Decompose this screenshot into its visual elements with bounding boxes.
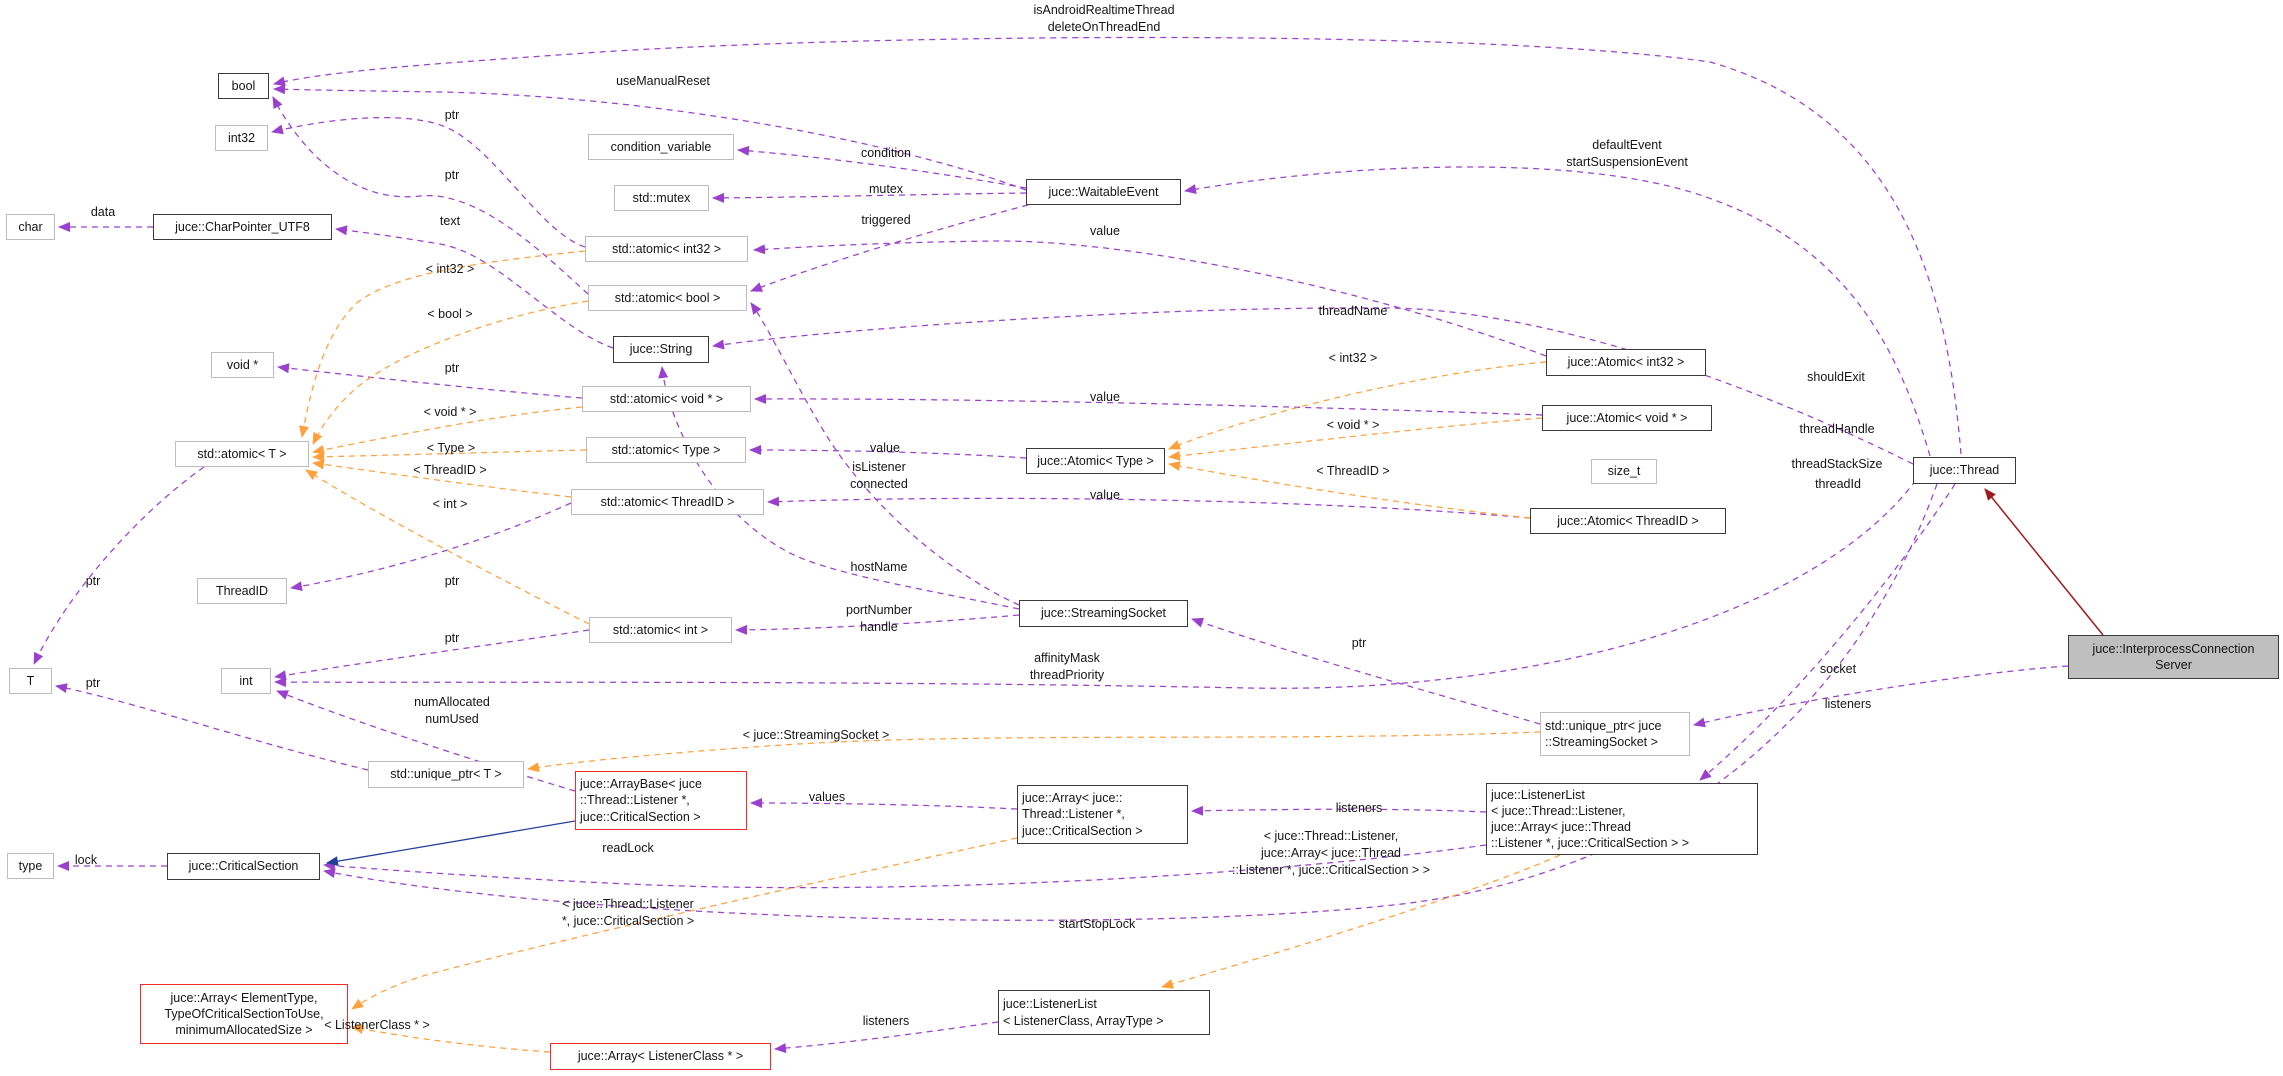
tedge-atint-atT [305,469,590,625]
edge-waitable-mutex [712,192,1027,203]
edge-thread-int [274,479,1917,689]
edge-thread-waitable [1184,166,1931,457]
edge-streaming-atbool [750,302,1020,606]
node-std-atomic-voidp[interactable]: std::atomic< void * > [582,386,751,412]
edge-arraythread-arraybase [750,798,1018,810]
node-juce-listenerlist-generic[interactable]: juce::ListenerList < ListenerClass, Arra… [998,990,1210,1035]
node-juce-atomic-voidp[interactable]: juce::Atomic< void * > [1542,405,1712,431]
node-threadid[interactable]: ThreadID [197,578,287,604]
edge-atomictid-attid [767,496,1531,519]
tedge-uptrss-uptrT [527,731,1541,773]
edge-waitable-condvar [737,145,1027,189]
node-juce-waitableevent[interactable]: juce::WaitableEvent [1026,179,1181,205]
edge-streaming-atint [735,614,1020,635]
node-std-atomic-threadid[interactable]: std::atomic< ThreadID > [571,489,764,515]
node-juce-atomic-threadid[interactable]: juce::Atomic< ThreadID > [1530,508,1726,534]
edge-thread-bool [273,36,1962,455]
edge-arraybase-critsec-solid [326,820,576,867]
node-std-unique-ptr-T[interactable]: std::unique_ptr< T > [368,761,524,788]
node-type[interactable]: type [7,853,54,879]
node-char[interactable]: char [6,214,55,240]
edge-atvoidp-voidp [277,363,583,399]
node-size-t[interactable]: size_t [1591,459,1657,484]
edge-llthread-critsec [323,844,1487,889]
edge-waitable-atbool [750,204,1029,292]
edge-atomicint32-atint32 [753,240,1547,357]
edge-uptrT-T [55,683,369,771]
edge-atomictype-attype [749,445,1027,459]
tedge-attype-atT [312,449,587,462]
node-bool[interactable]: bool [218,73,269,99]
node-std-unique-ptr-streamingsocket[interactable]: std::unique_ptr< juce ::StreamingSocket … [1540,712,1690,756]
edge-thread-llthread [1699,483,1956,781]
node-juce-interprocessconnectionserver[interactable]: juce::InterprocessConnection Server [2068,635,2279,679]
edge-streaming-string [658,366,1020,610]
edge-atT-T [33,466,205,665]
node-juce-thread[interactable]: juce::Thread [1913,457,2016,484]
node-std-atomic-bool[interactable]: std::atomic< bool > [588,285,747,311]
node-juce-streamingsocket[interactable]: juce::StreamingSocket [1019,600,1188,627]
node-juce-string[interactable]: juce::String [613,336,709,363]
tedge-attid-atT [312,459,572,498]
node-std-mutex[interactable]: std::mutex [614,185,709,211]
tedge-atint32-atT [299,250,586,438]
edge-server-uptrss [1693,665,2069,728]
edge-atint32-int32 [271,116,586,248]
edge-atint-int [274,629,590,681]
node-int[interactable]: int [221,668,271,694]
tedge-atvoidp-atT [312,406,583,455]
node-std-atomic-int32[interactable]: std::atomic< int32 > [585,236,748,262]
node-juce-atomic-type[interactable]: juce::Atomic< Type > [1026,448,1165,474]
tedge-atbool-atT [312,300,589,445]
node-juce-criticalsection[interactable]: juce::CriticalSection [167,853,320,880]
node-T[interactable]: T [9,668,52,694]
edge-string-charptr [335,225,614,349]
edge-waitable-bool [273,84,1027,191]
edge-uptrss-streaming [1191,617,1541,725]
node-juce-array-thread-listener[interactable]: juce::Array< juce:: Thread::Listener *, … [1017,785,1188,844]
node-juce-arraybase[interactable]: juce::ArrayBase< juce ::Thread::Listener… [575,771,747,830]
tedge-arraylc-arrayelem [351,1024,551,1053]
node-void-pointer[interactable]: void * [211,352,274,378]
edge-attid-tid [290,502,572,592]
node-std-atomic-type[interactable]: std::atomic< Type > [586,437,746,463]
tedge-llthread-llgeneric [1161,854,1561,989]
node-charpointer-utf8[interactable]: juce::CharPointer_UTF8 [153,214,332,240]
edge-atbool-bool [272,96,589,295]
node-juce-array-listenerclass[interactable]: juce::Array< ListenerClass * > [550,1043,771,1070]
edge-thread-string [712,307,1914,465]
tedge-atomictid-atomictype [1168,461,1531,519]
tedge-atomicint32-atomictype [1168,361,1547,450]
tedge-arraythread-arrayelem [351,837,1018,1010]
edge-server-thread-inheritance [1984,488,2104,636]
node-juce-atomic-int32[interactable]: juce::Atomic< int32 > [1546,349,1706,376]
edge-atomicvoidp-atvoidp [754,393,1543,416]
node-std-atomic-T[interactable]: std::atomic< T > [175,441,309,467]
node-int32[interactable]: int32 [215,125,268,151]
node-std-atomic-int[interactable]: std::atomic< int > [589,617,732,643]
node-juce-listenerlist-thread[interactable]: juce::ListenerList < juce::Thread::Liste… [1486,783,1758,855]
edge-llthread-arraythread [1191,805,1487,816]
edge-arraybase-int [276,690,576,792]
node-juce-array-elementtype[interactable]: juce::Array< ElementType, TypeOfCritical… [140,984,348,1044]
node-condition-variable[interactable]: condition_variable [588,134,734,160]
tedge-atomicvoidp-atomictype [1168,417,1543,461]
edge-llgeneric-arraylc [774,1021,999,1054]
